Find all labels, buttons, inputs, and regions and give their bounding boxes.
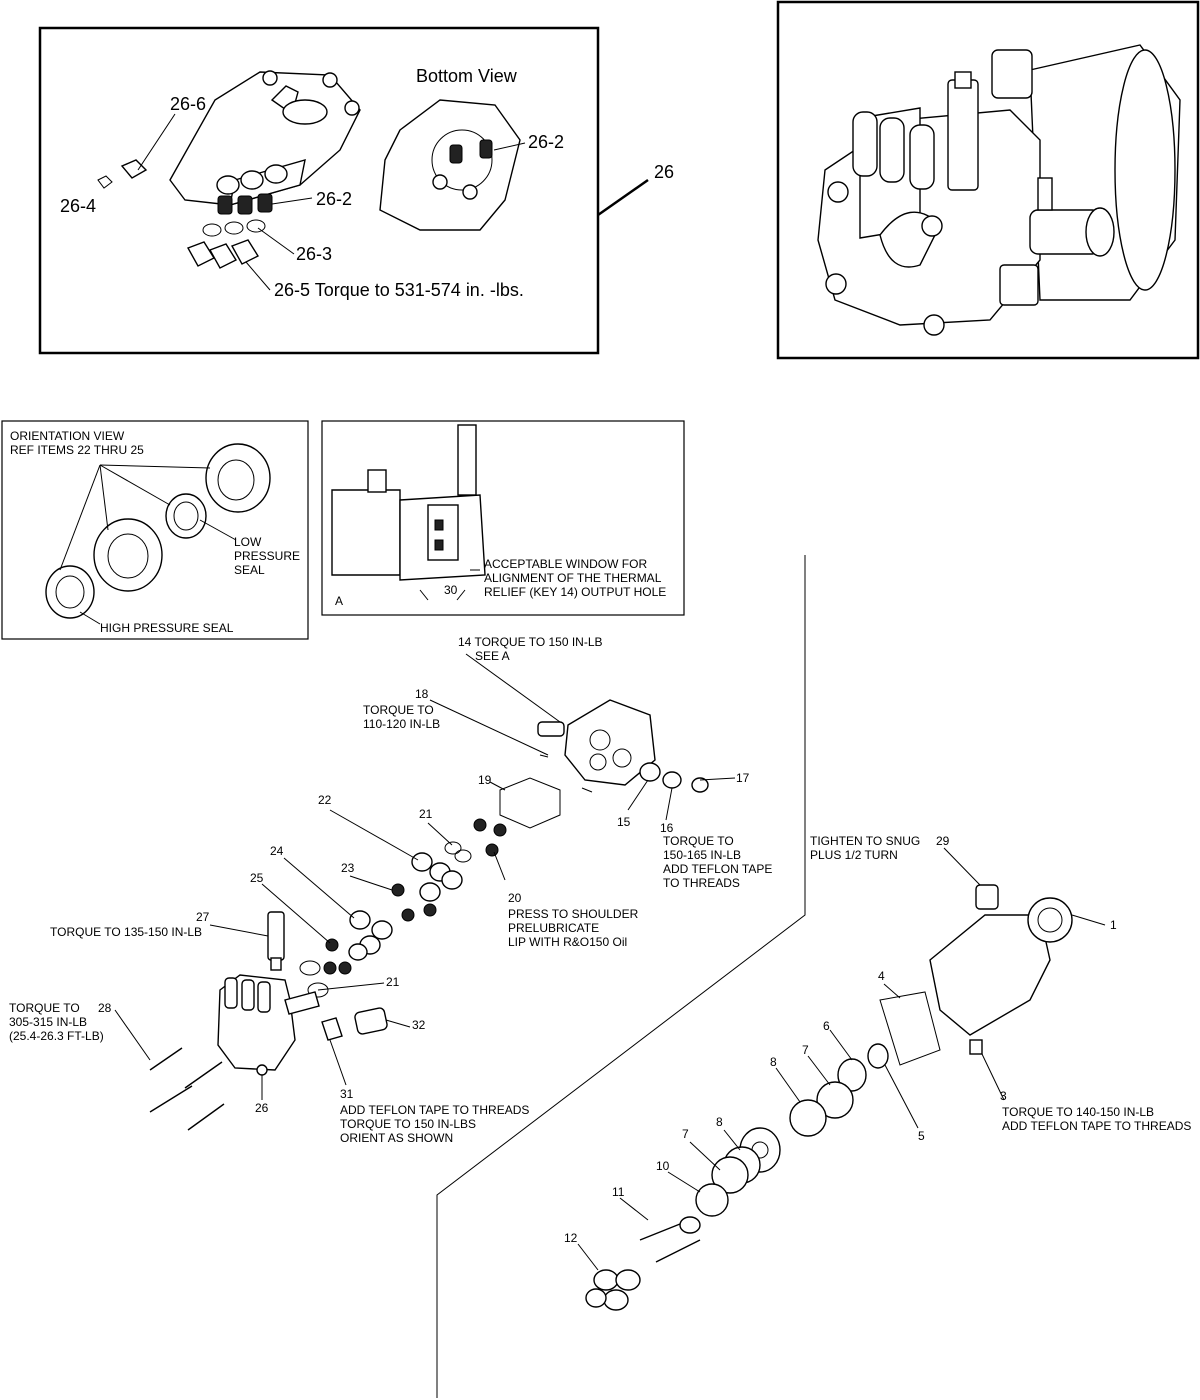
label-26-2-bottom: 26-2 [528,132,564,152]
callout-11: 11 [612,1185,625,1199]
view-a-key-30: 30 [444,583,458,597]
crankcase-boundary-line [436,555,806,1398]
label-26-callout: 26 [654,162,674,182]
head-parts [149,699,709,1131]
orientation-title-1: ORIENTATION VIEW [10,429,125,443]
leader-lines [114,653,1106,1271]
callout-21-upper: 21 [419,807,433,821]
low-pressure-label-2: PRESSURE [234,549,300,563]
callout-25: 25 [250,871,264,885]
callout-21-lower: 21 [386,975,400,989]
callout-31-line2: TORQUE TO 150 IN-LBS [340,1117,476,1131]
callout-27-line1: TORQUE TO 135-150 IN-LB [50,925,202,939]
callout-16-line1: TORQUE TO [663,834,734,848]
assembled-pump-illustration [817,44,1181,336]
orientation-title-2: REF ITEMS 22 THRU 25 [10,443,144,457]
callout-1: 1 [1110,918,1117,932]
seal-rings [45,443,271,619]
callout-20-line2: PRELUBRICATE [508,921,599,935]
view-a-pump-side [331,424,486,581]
low-pressure-label-1: LOW [234,535,262,549]
callout-22: 22 [318,793,332,807]
label-26-4: 26-4 [60,196,96,216]
callout-7-lower: 7 [682,1127,689,1141]
callout-28-line3: (25.4-26.3 FT-LB) [9,1029,104,1043]
callout-31-line1: ADD TEFLON TAPE TO THREADS [340,1103,529,1117]
callout-8-upper: 8 [770,1055,777,1069]
orientation-view-box: ORIENTATION VIEW REF ITEMS 22 THRU 25 LO… [1,420,309,640]
callout-7-upper: 7 [802,1043,809,1057]
crankcase-parts [585,884,1073,1311]
view-a-note-2: ALIGNMENT OF THE THERMAL [484,571,662,585]
callout-3-line1: TORQUE TO 140-150 IN-LB [1002,1105,1154,1119]
view-a-note-1: ACCEPTABLE WINDOW FOR [484,557,647,571]
callout-3-line2: ADD TEFLON TAPE TO THREADS [1002,1119,1191,1133]
callout-12: 12 [564,1231,578,1245]
callout-14-line2: SEE A [475,649,510,663]
callout-texts: 14 TORQUE TO 150 IN-LB SEE A 18 TORQUE T… [9,635,1191,1245]
view-a-letter: A [335,594,343,608]
callout-28: 28 [98,1001,112,1015]
callout-16: 16 [660,821,674,835]
callout-18-line1: TORQUE TO [363,703,434,717]
bottom-view-illustration [379,99,521,231]
callout-31: 31 [340,1087,354,1101]
callout-19: 19 [478,773,492,787]
callout-29-line2: PLUS 1/2 TURN [810,848,898,862]
callout-23: 23 [341,861,355,875]
callout-28-line1: TORQUE TO [9,1001,80,1015]
callout-29-line1: TIGHTEN TO SNUG [810,834,920,848]
callout-17: 17 [736,771,750,785]
callout-10: 10 [656,1159,670,1173]
label-26-5: 26-5 Torque to 531-574 in. -lbs. [274,280,524,300]
callout-16-line2: 150-165 IN-LB [663,848,741,862]
high-pressure-label: HIGH PRESSURE SEAL [100,621,234,635]
callout-28-line2: 305-315 IN-LB [9,1015,87,1029]
label-26-2-head: 26-2 [316,189,352,209]
callout-16-line4: TO THREADS [663,876,740,890]
callout-18-line2: 110-120 IN-LB [363,717,440,731]
callout-14-line1: 14 TORQUE TO 150 IN-LB [458,635,603,649]
label-26-3: 26-3 [296,244,332,264]
callout-27: 27 [196,910,210,924]
callout-20-line1: PRESS TO SHOULDER [508,907,639,921]
view-a-box: ACCEPTABLE WINDOW FOR ALIGNMENT OF THE T… [321,420,685,616]
bottom-view-title: Bottom View [416,66,518,86]
callout-4: 4 [878,969,885,983]
view-a-note-3: RELIEF (KEY 14) OUTPUT HOLE [484,585,666,599]
assembled-pump-box [776,0,1200,360]
callout-15: 15 [617,815,631,829]
callout-20-line3: LIP WITH R&O150 Oil [508,935,627,949]
callout-29: 29 [936,834,950,848]
callout-32: 32 [412,1018,426,1032]
callout-8-lower: 8 [716,1115,723,1129]
callout-3: 3 [1000,1089,1007,1103]
callout-18: 18 [415,687,429,701]
low-pressure-label-3: SEAL [234,563,265,577]
callout-5: 5 [918,1129,925,1143]
callout-26: 26 [255,1101,269,1115]
callout-6: 6 [823,1019,830,1033]
kit-26-detail-box: Bottom View 26-6 26-4 26-2 26-2 26-3 26-… [38,26,600,355]
callout-16-line3: ADD TEFLON TAPE [663,862,772,876]
callout-20: 20 [508,891,522,905]
callout-31-line3: ORIENT AS SHOWN [340,1131,453,1145]
label-26-6: 26-6 [170,94,206,114]
pump-head-illustration [97,70,361,269]
callout-24: 24 [270,844,284,858]
